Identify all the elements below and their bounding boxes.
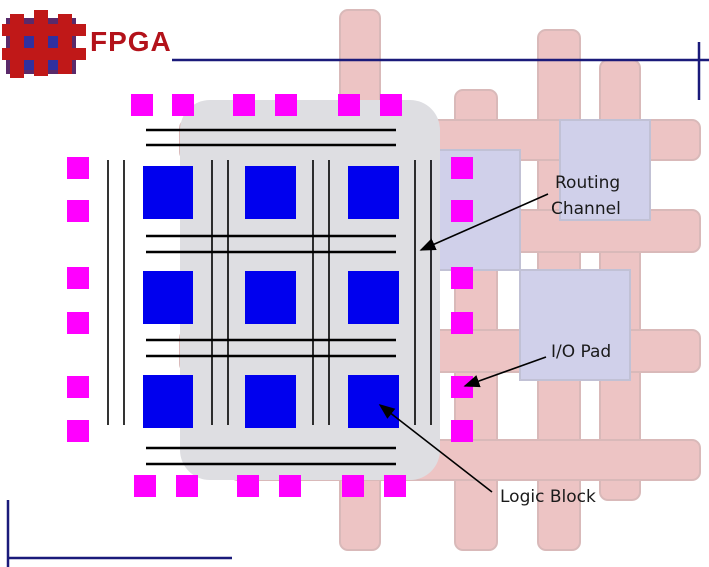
io-pad (233, 94, 255, 116)
io-pad (134, 475, 156, 497)
io-pad (338, 94, 360, 116)
io-pad (275, 94, 297, 116)
logic-block (348, 166, 399, 219)
io-pad (172, 94, 194, 116)
io-pad (451, 200, 473, 222)
routing-channel-label-line1: Routing (555, 173, 621, 193)
logic-block-arrow (378, 404, 493, 493)
io-pad (451, 157, 473, 179)
logic-block (348, 271, 399, 324)
io-pad (67, 420, 89, 442)
io-pad (176, 475, 198, 497)
page-title: FPGA (90, 26, 172, 57)
io-pad-arrow (463, 356, 547, 388)
logic-block (245, 166, 296, 219)
logic-block-label: Logic Block (500, 487, 596, 507)
fpga-cube-logo-icon (2, 10, 86, 78)
vertical-routing-wires (107, 160, 432, 425)
io-pad (451, 267, 473, 289)
logic-block (348, 375, 399, 428)
io-pad (67, 157, 89, 179)
io-pad-label: I/O Pad (551, 342, 612, 362)
logic-block (245, 375, 296, 428)
logic-blocks (143, 166, 399, 428)
io-pad (67, 200, 89, 222)
io-pad (451, 376, 473, 398)
io-pad (237, 475, 259, 497)
io-pad (131, 94, 153, 116)
logic-block (143, 166, 193, 219)
io-pad (342, 475, 364, 497)
io-pads (67, 94, 473, 497)
logic-block (245, 271, 296, 324)
routing-channel-arrow (419, 193, 549, 251)
io-pad (67, 267, 89, 289)
logic-block (143, 271, 193, 324)
io-pad (451, 312, 473, 334)
io-pad (279, 475, 301, 497)
horizontal-routing-wires (146, 128, 396, 466)
io-pad (384, 475, 406, 497)
io-pad (451, 420, 473, 442)
routing-channel-label-line2: Channel (551, 199, 621, 219)
io-pad (67, 312, 89, 334)
io-pad (67, 376, 89, 398)
io-pad (380, 94, 402, 116)
logic-block (143, 375, 193, 428)
